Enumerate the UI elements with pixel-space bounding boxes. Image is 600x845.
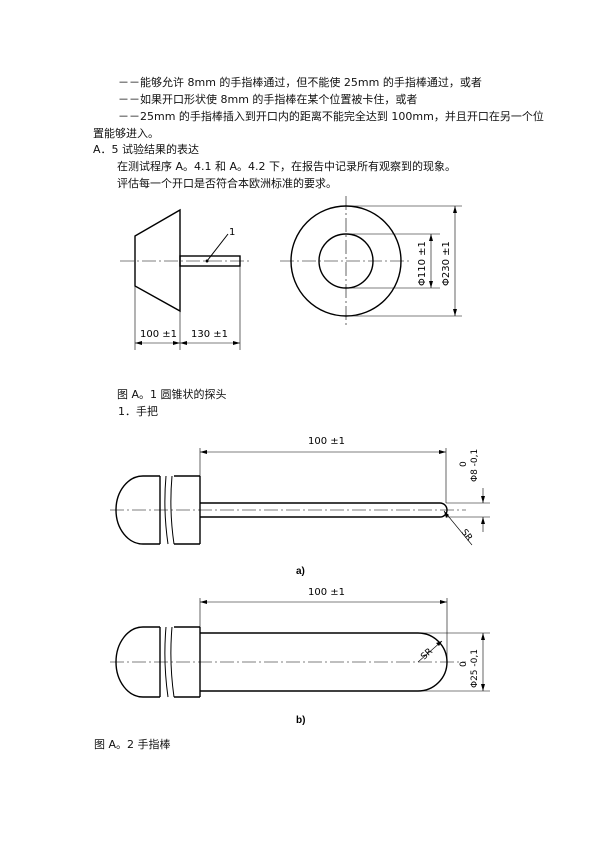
cone-front-view — [280, 196, 462, 326]
dim-length-a: 100 ±1 — [308, 436, 345, 447]
text-line-2: －－如果开口形状使 8mm 的手指棒在某个位置被卡住，或者 — [118, 93, 418, 106]
radius-label-a: SR — [459, 528, 474, 544]
dim-length-right: 130 ±1 — [191, 329, 228, 340]
tolerance-top-b: 0 — [459, 661, 469, 667]
dim-length-b: 100 ±1 — [308, 587, 345, 598]
finger-probe-a — [110, 448, 490, 546]
dim-length-left: 100 ±1 — [140, 329, 177, 340]
paragraph-1: 在测试程序 A。4.1 和 A。4.2 下，在报告中记录所有观察到的现象。 — [117, 160, 457, 173]
dim-inner-diameter: Φ110 ±1 — [417, 241, 428, 286]
figure-1-title: 图 A。1 圆锥状的探头 — [117, 388, 227, 401]
tolerance-top-a: 0 — [459, 461, 469, 467]
callout-number: 1 — [229, 227, 235, 238]
figure-1-legend: 1．手把 — [118, 405, 158, 418]
paragraph-2: 评估每一个开口是否符合本欧洲标准的要求。 — [117, 177, 337, 190]
tolerance-diameter-a: Φ8 -0,1 — [470, 449, 480, 482]
text-line-3: －－25mm 的手指棒插入到开口内的距离不能完全达到 100mm，并且开口在另一… — [118, 110, 544, 123]
tolerance-diameter-b: Φ25 -0,1 — [470, 649, 480, 688]
caption-a: a) — [296, 566, 305, 577]
section-heading: A．5 试验结果的表达 — [93, 143, 200, 156]
caption-b: b) — [296, 715, 305, 726]
dim-outer-diameter: Φ230 ±1 — [441, 241, 452, 286]
figure-2-title: 图 A。2 手指棒 — [94, 738, 171, 751]
finger-probe-b — [110, 598, 490, 698]
text-line-1: －－能够允许 8mm 的手指棒通过，但不能使 25mm 的手指棒通过，或者 — [118, 76, 482, 89]
cone-side-view — [120, 208, 252, 350]
text-line-4: 置能够进入。 — [93, 127, 159, 140]
